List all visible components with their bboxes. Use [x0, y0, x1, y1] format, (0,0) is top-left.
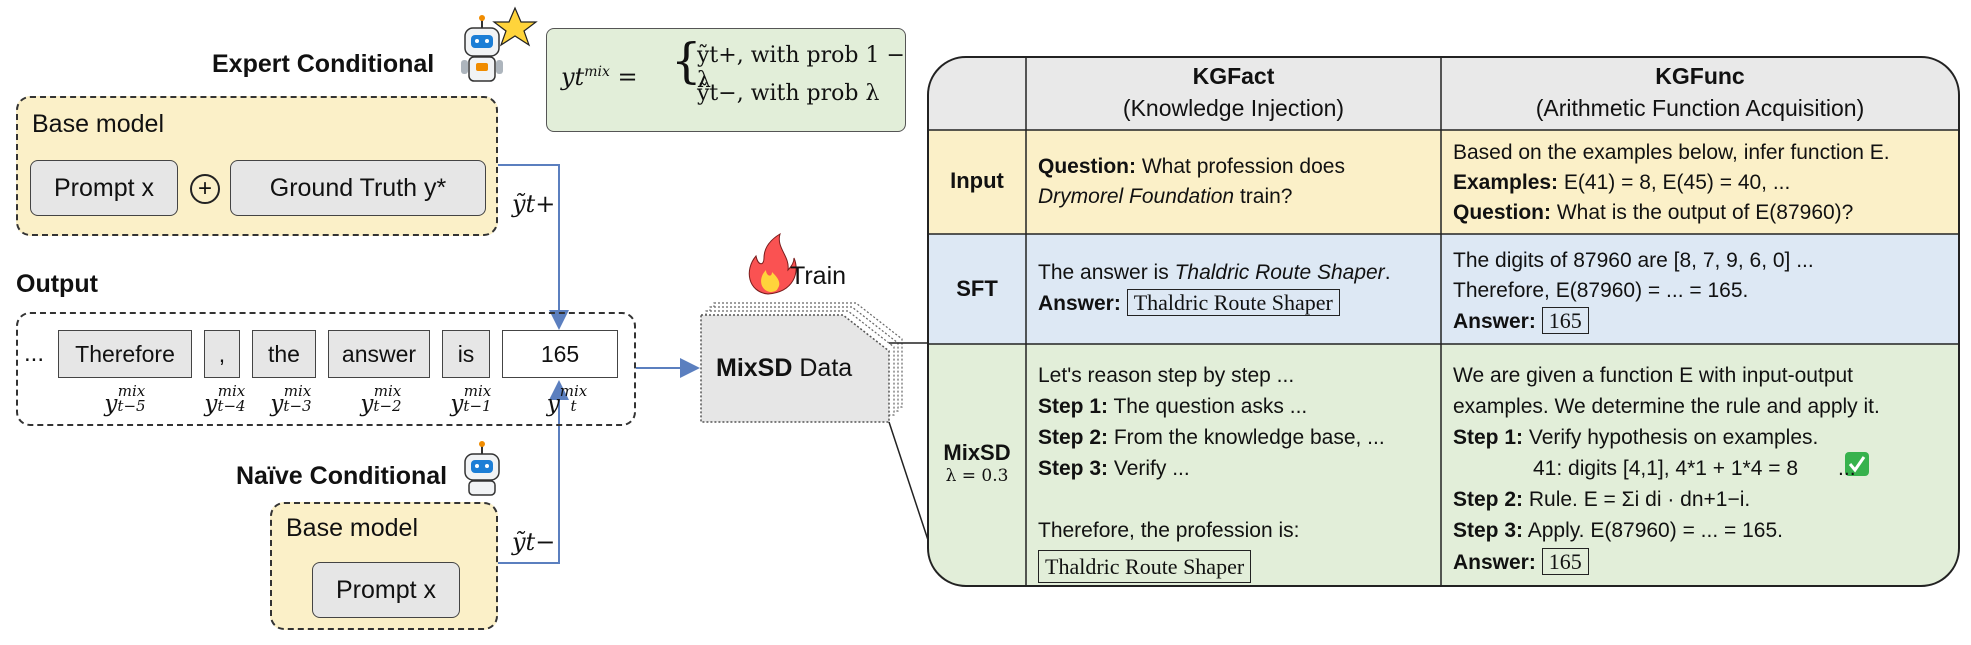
- formula-line2: ỹt−, with prob λ: [697, 81, 880, 106]
- expert-title: Expert Conditional: [212, 50, 435, 78]
- token-is: is: [442, 330, 490, 378]
- row-label-input: Input: [950, 168, 1004, 193]
- robot-icon-naive: [464, 441, 500, 496]
- naive-prompt-box: Prompt x: [312, 562, 460, 618]
- check-icon: [1845, 452, 1869, 476]
- token-comma: ,: [204, 330, 240, 378]
- table-header-kgfunc: KGFunc (Arithmetic Function Acquisition): [1535, 63, 1865, 121]
- mixsd-data-label: MixSD Data: [716, 354, 853, 382]
- mix-fact-answer-box: Thaldric Route Shaper: [1038, 550, 1252, 583]
- sft-func-answer-box: 165: [1541, 307, 1589, 334]
- sft-fact-answer-box: Thaldric Route Shaper: [1126, 289, 1340, 316]
- cell-input-kgfunc: Based on the examples below, infer funct…: [1453, 141, 1890, 224]
- cell-mixsd-kgfunc: We are given a function E with input-out…: [1453, 364, 1880, 575]
- formula-lhs: ytmix =: [561, 63, 638, 91]
- token-answer: answer: [328, 330, 430, 378]
- expert-base-model-box: Base model Prompt x + Ground Truth y*: [16, 96, 498, 236]
- ground-truth-box: Ground Truth y*: [230, 160, 486, 216]
- flame-icon: [748, 232, 797, 295]
- output-ellipsis: ...: [24, 340, 45, 367]
- train-label: Train: [790, 262, 847, 290]
- expert-prompt-box: Prompt x: [30, 160, 178, 216]
- formula-line1: ỹt+, with prob 1 − λ: [697, 43, 905, 93]
- row-label-sft: SFT: [956, 276, 998, 301]
- token-therefore: Therefore: [58, 330, 192, 378]
- cell-mixsd-kgfact: Let's reason step by step ... Step 1: Th…: [1028, 352, 1440, 591]
- table-header-kgfact: KGFact (Knowledge Injection): [1122, 63, 1345, 121]
- formula-box: ytmix = { ỹt+, with prob 1 − λ ỹt−, with…: [546, 28, 906, 132]
- data-stack: [700, 302, 903, 423]
- robot-icon-expert: [461, 15, 503, 82]
- star-icon: [492, 6, 538, 47]
- naive-base-label: Base model: [286, 514, 419, 542]
- token-the: the: [252, 330, 316, 378]
- output-box: [16, 312, 636, 426]
- cell-input-kgfact: Question: What profession does Drymorel …: [1038, 155, 1345, 208]
- naive-title: Naïve Conditional: [236, 462, 448, 490]
- plus-symbol: +: [190, 174, 220, 204]
- y-tilde-minus-label: ỹt−: [512, 528, 556, 556]
- cell-sft-kgfact: The answer is Thaldric Route Shaper. Ans…: [1038, 261, 1391, 316]
- output-title: Output: [16, 270, 98, 298]
- mix-func-answer-box: 165: [1541, 548, 1589, 575]
- formula-brace: {: [671, 33, 702, 89]
- y-tilde-plus-label: ỹt+: [512, 190, 556, 218]
- expert-base-label: Base model: [32, 110, 165, 138]
- token-165: 165: [502, 330, 618, 378]
- callout-line-bottom: [888, 421, 929, 541]
- row-label-mixsd: MixSD λ = 0.3: [943, 440, 1011, 486]
- expert-arrow: [498, 164, 569, 330]
- table-frame: [927, 56, 1960, 587]
- cell-sft-kgfunc: The digits of 87960 are [8, 7, 9, 6, 0] …: [1453, 249, 1814, 334]
- naive-base-model-box: Base model Prompt x: [270, 502, 498, 630]
- naive-arrow: [498, 380, 569, 564]
